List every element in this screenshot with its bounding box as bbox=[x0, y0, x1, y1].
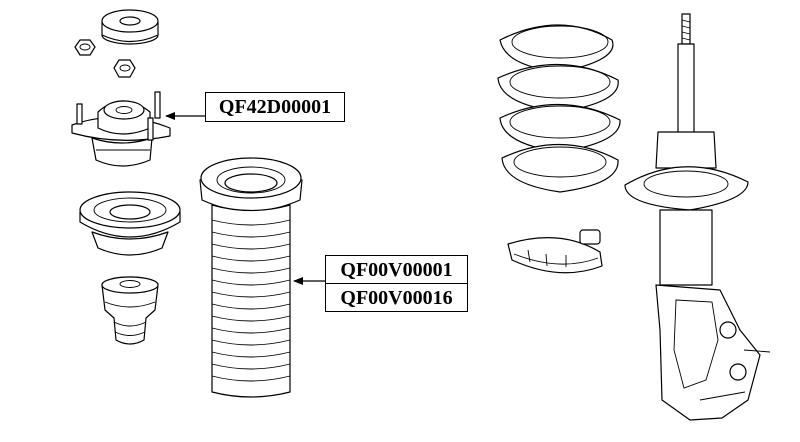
callout-strut-mount: QF42D00001 bbox=[205, 92, 345, 122]
bearing-icon bbox=[79, 191, 181, 256]
bump-stop-icon bbox=[101, 276, 159, 345]
callout-dust-boot: QF00V00001 QF00V00016 bbox=[325, 255, 468, 312]
part-number-label: QF42D00001 bbox=[218, 96, 332, 118]
callout-divider bbox=[326, 283, 467, 284]
strut-mount-icon bbox=[71, 91, 171, 167]
lower-nut-icon bbox=[113, 59, 136, 78]
dust-boot-icon bbox=[199, 157, 303, 398]
top-nut-icon bbox=[74, 39, 96, 56]
coil-spring-icon bbox=[497, 24, 621, 193]
part-number-label: QF00V00001 bbox=[340, 259, 453, 281]
part-number-label: QF00V00016 bbox=[340, 287, 453, 309]
top-washer-icon bbox=[101, 9, 159, 45]
spring-seat-icon bbox=[507, 229, 603, 274]
strut-assembly-icon bbox=[624, 13, 771, 421]
